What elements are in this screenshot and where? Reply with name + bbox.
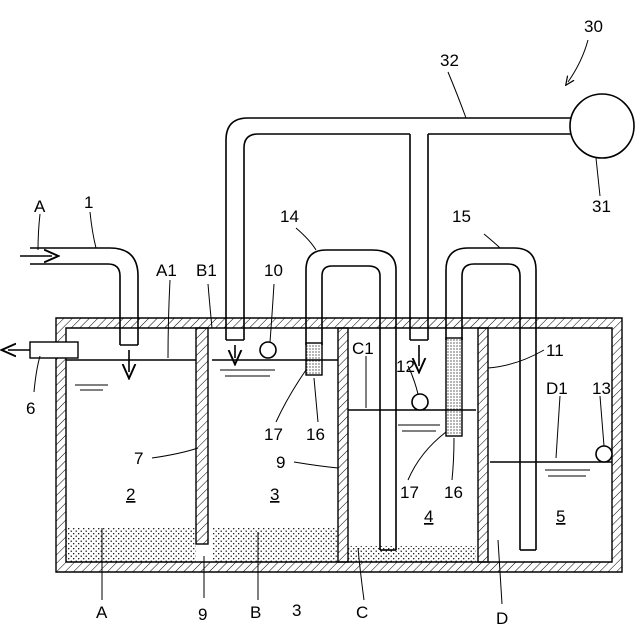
partition-11 — [478, 328, 488, 562]
label-15: 15 — [452, 207, 471, 226]
filter-16-right — [446, 338, 462, 436]
label-11: 11 — [546, 341, 564, 360]
label-6: 6 — [26, 399, 35, 418]
label-region-D: D — [496, 609, 508, 628]
label-region-B: B — [250, 603, 261, 622]
pump-31 — [570, 94, 634, 158]
float-12 — [412, 394, 428, 410]
label-32: 32 — [440, 51, 459, 70]
siphon-15 — [446, 248, 536, 550]
label-inlet-A: A — [34, 197, 46, 216]
label-1: 1 — [84, 193, 93, 212]
label-chamber-5: 5 — [556, 507, 565, 526]
sludge-layer-3 — [348, 546, 476, 562]
float-10 — [260, 342, 276, 358]
label-7: 7 — [134, 449, 143, 468]
label-17-left: 17 — [264, 425, 283, 444]
label-chamber-3: 3 — [270, 485, 279, 504]
label-16-right: 16 — [444, 483, 463, 502]
label-13: 13 — [592, 379, 611, 398]
label-region-A: A — [96, 603, 108, 622]
label-C1: C1 — [352, 339, 374, 358]
label-17-right: 17 — [400, 483, 419, 502]
label-9-bottom: 9 — [198, 605, 207, 624]
partition-9 — [338, 328, 348, 562]
label-chamber-2: 2 — [126, 485, 135, 504]
label-bottom-3: 3 — [292, 601, 301, 620]
label-A1: A1 — [156, 261, 177, 280]
label-14: 14 — [280, 207, 299, 226]
filter-16-left — [306, 343, 322, 375]
sludge-layer-2 — [212, 528, 338, 562]
label-region-C: C — [356, 603, 368, 622]
label-D1: D1 — [546, 379, 568, 398]
label-16-left: 16 — [306, 425, 325, 444]
float-13 — [596, 446, 612, 462]
sludge-layer-1 — [66, 528, 196, 562]
label-chamber-4: 4 — [424, 507, 433, 526]
siphon-14 — [306, 250, 396, 550]
label-31: 31 — [592, 197, 611, 216]
label-30: 30 — [584, 17, 603, 36]
label-B1: B1 — [196, 261, 217, 280]
partition-7 — [196, 328, 208, 544]
label-10: 10 — [264, 261, 283, 280]
label-9-mid: 9 — [276, 453, 285, 472]
label-12: 12 — [396, 357, 415, 376]
outlet-pipe — [8, 342, 78, 358]
